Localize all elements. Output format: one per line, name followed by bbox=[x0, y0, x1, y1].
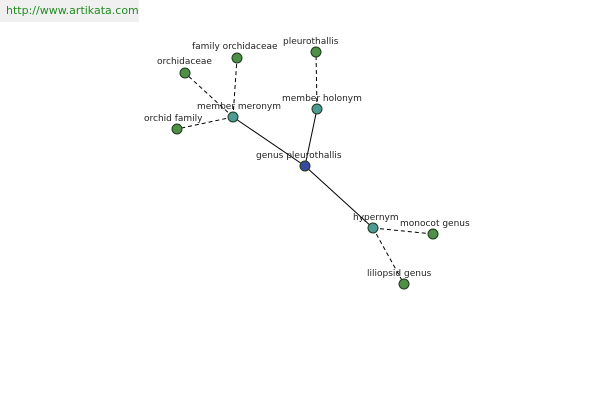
graph-labels: genus pleurothallis member meronymmember … bbox=[144, 37, 470, 279]
node-label-of[interactable]: orchid family bbox=[144, 114, 203, 124]
node-hy[interactable] bbox=[367, 222, 379, 234]
node-mm[interactable] bbox=[227, 111, 239, 123]
node-pl[interactable] bbox=[310, 46, 322, 58]
node-label-mh[interactable]: member holonym bbox=[282, 94, 362, 104]
node-lg[interactable] bbox=[398, 278, 410, 290]
node-label-hy[interactable]: hypernym bbox=[353, 213, 399, 223]
node-fo[interactable] bbox=[231, 52, 243, 64]
node-mh[interactable] bbox=[311, 103, 323, 115]
node-label-center[interactable]: genus pleurothallis bbox=[256, 151, 342, 161]
node-label-mg[interactable]: monocot genus bbox=[400, 219, 470, 229]
edge-mm-fo bbox=[232, 57, 238, 118]
node-label-mm[interactable]: member meronym bbox=[197, 102, 281, 112]
edge-mh-pl bbox=[315, 51, 318, 110]
node-of[interactable] bbox=[171, 123, 183, 135]
node-label-or[interactable]: orchidaceae bbox=[157, 57, 212, 67]
edge-hy-lg bbox=[372, 227, 405, 285]
edge-hy-mg bbox=[372, 227, 434, 235]
edge-center-hy bbox=[304, 165, 374, 229]
node-center[interactable] bbox=[299, 160, 311, 172]
url-link[interactable]: http://www.artikata.com bbox=[6, 4, 139, 17]
url-banner[interactable]: http://www.artikata.com bbox=[0, 0, 139, 22]
edge-center-mm bbox=[232, 116, 306, 167]
node-label-lg[interactable]: liliopsid genus bbox=[367, 269, 432, 279]
node-mg[interactable] bbox=[427, 228, 439, 240]
node-or[interactable] bbox=[179, 67, 191, 79]
graph-edges bbox=[176, 51, 434, 285]
node-label-pl[interactable]: pleurothallis bbox=[283, 37, 339, 47]
graph-nodes bbox=[171, 46, 439, 290]
node-label-fo[interactable]: family orchidaceae bbox=[192, 42, 278, 52]
edge-mm-or bbox=[184, 72, 234, 118]
edge-mm-of bbox=[176, 116, 234, 130]
edge-center-mh bbox=[304, 108, 318, 167]
